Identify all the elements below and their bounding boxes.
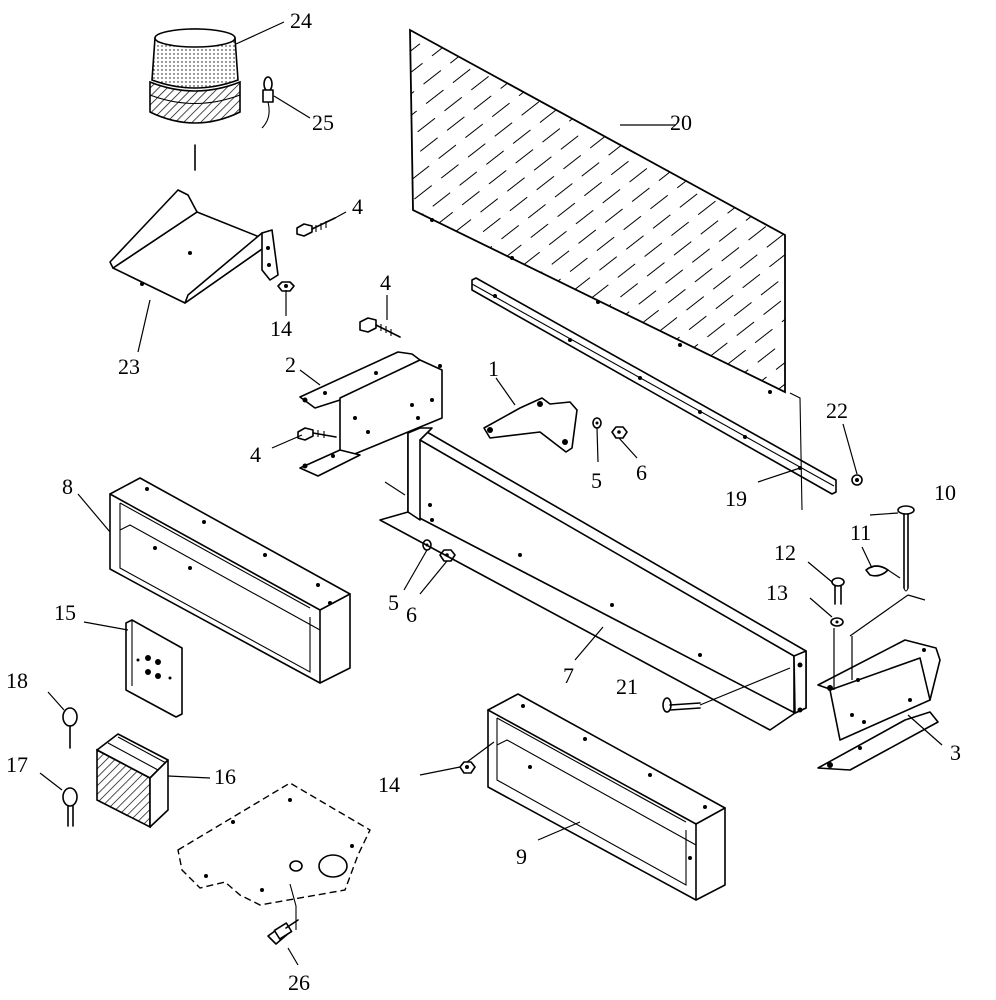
- nut-14-top: [277, 281, 295, 292]
- bracket-23: [109, 189, 279, 304]
- callout-11: 11: [850, 520, 871, 545]
- clip-11: [865, 565, 901, 579]
- channel-7: [379, 427, 807, 731]
- callout-10: 10: [934, 480, 956, 505]
- callout-26: 26: [288, 970, 310, 995]
- callout-6-lower: 6: [406, 602, 417, 627]
- callout-4-lower: 4: [250, 442, 261, 467]
- pin-10: [897, 505, 915, 592]
- bolt-21: [662, 667, 791, 713]
- washer-13: [830, 617, 844, 627]
- panel-20: [409, 28, 786, 394]
- callout-23: 23: [118, 354, 140, 379]
- bracket-3: [817, 639, 941, 771]
- callout-labels: 24 25 4 14 23 4 2 4 1 5 6 20 22 19 10 11…: [6, 8, 961, 995]
- callout-14-lower: 14: [378, 772, 400, 797]
- relay-16: [96, 733, 169, 829]
- callout-14-top: 14: [270, 316, 292, 341]
- washer-5-upper: [592, 417, 602, 429]
- callout-7: 7: [563, 663, 574, 688]
- callout-6-upper: 6: [636, 460, 647, 485]
- nut-22: [851, 474, 863, 486]
- callout-16: 16: [214, 764, 236, 789]
- callout-8: 8: [62, 474, 73, 499]
- bolt-4-mid: [359, 317, 401, 338]
- nut-6-upper: [611, 426, 628, 439]
- callout-5-upper: 5: [591, 468, 602, 493]
- switch-26: [267, 919, 299, 945]
- callout-15: 15: [54, 600, 76, 625]
- strip-19: [471, 277, 837, 511]
- callout-1: 1: [488, 356, 499, 381]
- bolt-12: [831, 577, 845, 605]
- callout-21: 21: [616, 674, 638, 699]
- leader-lines: [39, 21, 943, 966]
- plate-1: [483, 397, 578, 453]
- callout-25: 25: [312, 110, 334, 135]
- callout-22: 22: [826, 398, 848, 423]
- callout-19: 19: [725, 486, 747, 511]
- callout-3: 3: [950, 740, 961, 765]
- callout-17: 17: [6, 752, 28, 777]
- beacon-24: [149, 28, 241, 171]
- plate-15: [125, 619, 183, 718]
- box-8: [109, 477, 351, 684]
- bolt-4-lower: [297, 427, 337, 441]
- callout-4-mid: 4: [380, 270, 391, 295]
- callout-20: 20: [670, 110, 692, 135]
- nut-14-lower: [459, 761, 476, 774]
- callout-4-top: 4: [352, 194, 363, 219]
- lamp-17: [62, 787, 78, 827]
- callout-5-lower: 5: [388, 590, 399, 615]
- callout-2: 2: [285, 352, 296, 377]
- callout-12: 12: [774, 540, 796, 565]
- box-9: [487, 693, 726, 901]
- callout-9: 9: [516, 844, 527, 869]
- callout-18: 18: [6, 668, 28, 693]
- lamp-18: [62, 707, 78, 749]
- bulb-25: [261, 76, 274, 129]
- callout-24: 24: [290, 8, 312, 33]
- bracket-2: [299, 351, 443, 477]
- circuit-plate: [177, 782, 371, 930]
- bolt-4-top: [296, 217, 336, 237]
- callout-13: 13: [766, 580, 788, 605]
